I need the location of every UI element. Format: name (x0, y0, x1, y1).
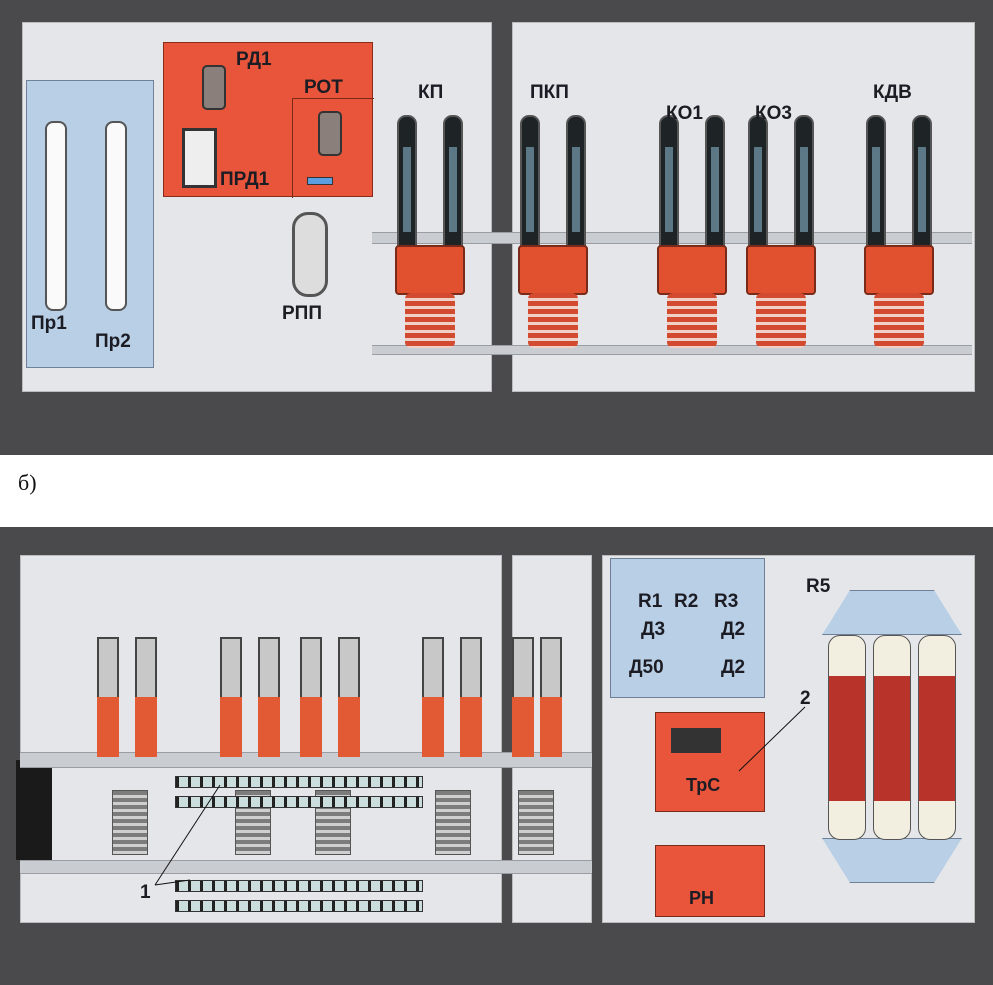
terminal-strip (175, 900, 423, 912)
label-d50: Д50 (629, 657, 664, 678)
label-ko3: КО3 (755, 103, 792, 124)
relay-rd1 (202, 65, 226, 110)
label-prd1: ПРД1 (220, 169, 270, 190)
relay-rpp (292, 212, 328, 297)
label-pr2: Пр2 (95, 331, 131, 352)
regulator-rn: РН (655, 845, 765, 917)
label-kdv: КДВ (873, 82, 912, 103)
bottom-rail-lower (20, 860, 592, 874)
label-ko1: КО1 (666, 103, 703, 124)
label-rpp: РПП (282, 303, 322, 324)
label-rot: РОТ (304, 77, 343, 98)
label-pkp: ПКП (530, 82, 569, 103)
callout-1-leader (154, 784, 221, 886)
resistor-tube (918, 635, 956, 840)
label-d2-bottom: Д2 (721, 657, 746, 678)
label-rd1: РД1 (236, 49, 272, 70)
callout-1: 1 (140, 882, 151, 903)
diode-board: R1 R2 R3 Д3 Д2 Д50 Д2 (610, 558, 765, 698)
callout-2-leader (738, 706, 806, 772)
cable-entry (16, 760, 52, 860)
fuse-pr1 (45, 121, 67, 311)
label-r2: R2 (674, 591, 699, 612)
label-kp: КП (418, 82, 444, 103)
subfigure-label: б) (18, 470, 37, 495)
terminal-strip (175, 776, 423, 788)
transformer-trs: ТрС (655, 712, 765, 812)
resistor-tube (873, 635, 911, 840)
contactor-coil (518, 790, 554, 855)
label-r3: R3 (714, 591, 739, 612)
indicator-lamp (307, 177, 333, 185)
resistor-tube (828, 635, 866, 840)
label-pr1: Пр1 (31, 313, 67, 334)
trs-core (671, 728, 721, 753)
label-rn: РН (689, 888, 715, 908)
relay-board: РД1 РОТ ПРД1 (163, 42, 374, 198)
fuse-pr2 (105, 121, 127, 311)
relay-rot (318, 111, 342, 156)
label-d3: Д3 (641, 619, 666, 640)
label-trs: ТрС (686, 775, 721, 795)
relay-prd1 (182, 128, 217, 188)
contactor-coil (112, 790, 148, 855)
terminal-strip (175, 796, 423, 808)
relay-rot-area (292, 98, 374, 198)
label-r5: R5 (806, 576, 831, 597)
terminal-strip (175, 880, 423, 892)
label-r1: R1 (638, 591, 663, 612)
callout-2: 2 (800, 688, 811, 709)
label-d2-top: Д2 (721, 619, 746, 640)
fuse-block: Пр1 Пр2 (26, 80, 154, 368)
contactor-coil (435, 790, 471, 855)
